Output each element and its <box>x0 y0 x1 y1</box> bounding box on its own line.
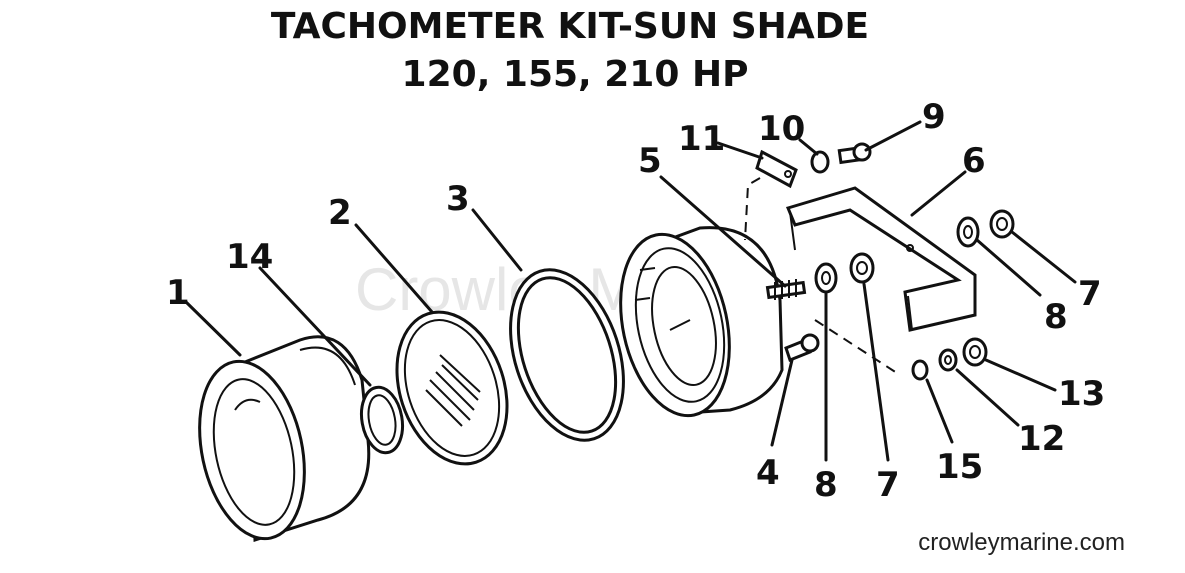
diagram-subtitle: 120, 155, 210 HP <box>402 54 749 95</box>
callout-15: 15 <box>936 447 983 487</box>
callout-4: 4 <box>756 453 780 493</box>
callout-3: 3 <box>446 179 470 219</box>
callout-6: 6 <box>962 141 986 181</box>
part-10-washer <box>810 150 830 174</box>
callout-5: 5 <box>638 141 662 181</box>
part-5-tachometer <box>619 226 807 418</box>
callout-7-lower: 7 <box>876 465 900 505</box>
callout-8-upper: 8 <box>1044 297 1068 337</box>
part-8-washer-upper <box>956 216 980 248</box>
part-9-bolt <box>837 142 872 165</box>
diagram-title: TACHOMETER KIT-SUN SHADE <box>271 6 869 47</box>
callout-2: 2 <box>328 193 352 233</box>
part-4-screw <box>784 333 820 362</box>
callout-8-lower: 8 <box>814 465 838 505</box>
part-14-o-ring <box>359 385 405 455</box>
callout-9: 9 <box>922 97 946 137</box>
leader-lines <box>184 120 1077 462</box>
part-12-lockwasher <box>938 348 958 372</box>
callout-7-upper: 7 <box>1078 274 1102 314</box>
callout-14: 14 <box>226 237 273 277</box>
assembly-line-upper <box>744 177 761 241</box>
assembly-line-lower <box>814 319 901 376</box>
part-11-plate <box>755 149 798 189</box>
part-13-nut <box>962 337 988 367</box>
part-3-retaining-ring <box>509 268 625 442</box>
part-7-nut-lower <box>849 252 875 284</box>
part-2-lens <box>395 310 509 466</box>
callout-1: 1 <box>166 273 190 313</box>
part-15-washer <box>911 359 929 381</box>
source-credit: crowleymarine.com <box>918 529 1125 556</box>
callout-13: 13 <box>1058 374 1105 414</box>
part-8-washer-lower <box>814 262 838 294</box>
callout-11: 11 <box>678 119 725 159</box>
callout-10: 10 <box>758 109 805 149</box>
part-6-bracket <box>785 186 977 332</box>
callout-12: 12 <box>1018 419 1065 459</box>
part-7-nut-upper <box>989 209 1015 239</box>
part-1-sun-shade <box>198 335 371 543</box>
